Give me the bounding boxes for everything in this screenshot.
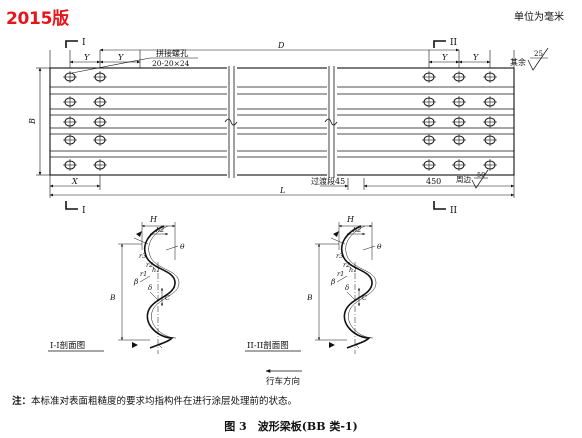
section-label: θ xyxy=(377,242,382,251)
figure-caption: 图 3 波形梁板(BB 类-1) xyxy=(224,420,358,433)
dim-450-label: 450 xyxy=(426,177,441,186)
section-mark-label: I xyxy=(82,38,86,48)
roughness-rest-prefix: 其余 xyxy=(510,57,526,67)
section-label: H xyxy=(149,215,158,224)
section-label: r3 xyxy=(336,252,343,260)
section-label: h2 xyxy=(353,226,361,234)
section-title: II-II剖面图 xyxy=(247,340,289,351)
section-label: B xyxy=(109,293,116,302)
bolt-hole xyxy=(483,116,497,128)
section-label: β xyxy=(133,277,139,286)
dim-l-label: L xyxy=(279,186,285,195)
section-label: δ xyxy=(345,284,349,292)
section-title: I-I剖面图 xyxy=(50,340,85,351)
section-mark-label: II xyxy=(450,38,458,48)
bolt-hole xyxy=(452,134,466,146)
bolt-hole xyxy=(452,159,466,171)
roughness-symbol: 25 xyxy=(527,47,549,71)
dim-y-label: Y xyxy=(473,53,479,62)
section-label: r2 xyxy=(146,261,153,269)
bolt-hole xyxy=(422,71,436,83)
note-text: 本标准对表面粗糙度的要求均指构件在进行涂层处理前的状态。 xyxy=(31,396,298,407)
bolt-hole xyxy=(422,116,436,128)
transition-label: 过渡段45 xyxy=(311,176,345,186)
bolt-hole xyxy=(483,96,497,108)
bolt-hole xyxy=(63,71,77,83)
plan-view: I II Y Y D Y Y 拼接螺孔 20-20×24 其余 xyxy=(28,38,549,216)
section-label: r1 xyxy=(337,270,344,278)
splice-hole-size: 20-20×24 xyxy=(152,59,190,68)
section-mark-i-bottom: I xyxy=(65,201,86,216)
dim-y-label: Y xyxy=(118,53,124,62)
section-label: C xyxy=(362,294,367,302)
dim-x-label: X xyxy=(71,177,78,186)
section-label: h1 xyxy=(152,266,160,274)
section-label: C xyxy=(165,294,170,302)
splice-hole-label: 拼接螺孔 xyxy=(156,48,188,58)
dim-y-label: Y xyxy=(442,53,448,62)
section-label: r3 xyxy=(139,252,146,260)
bolt-hole xyxy=(483,159,497,171)
direction-label: 行车方向 xyxy=(266,376,300,387)
bolt-hole xyxy=(93,116,107,128)
traffic-direction: 行车方向 xyxy=(265,369,302,387)
bolt-hole xyxy=(483,134,497,146)
dim-y-label: Y xyxy=(84,53,90,62)
bolt-hole xyxy=(63,116,77,128)
section-mark-label: II xyxy=(450,206,458,216)
section-label: H xyxy=(346,215,355,224)
section-label: r1 xyxy=(140,270,147,278)
section-label: β xyxy=(330,277,336,286)
perimeter-roughness-symbol: 50 xyxy=(471,169,489,189)
section-label: B xyxy=(306,293,313,302)
break-lines xyxy=(224,66,338,178)
section-label: δ xyxy=(148,284,152,292)
section-mark-ii-top: II xyxy=(433,38,458,48)
bolt-hole xyxy=(63,134,77,146)
section-label: r2 xyxy=(343,261,350,269)
bolt-hole xyxy=(93,96,107,108)
note-prefix: 注： xyxy=(12,396,32,407)
dim-d-label: D xyxy=(277,41,285,50)
bolt-hole xyxy=(483,71,497,83)
dim-b-label: B xyxy=(28,118,37,125)
bolt-hole xyxy=(452,116,466,128)
section-mark-ii-bottom: II xyxy=(433,201,458,216)
bolt-hole xyxy=(63,159,77,171)
roughness-rest-value: 25 xyxy=(534,50,543,58)
edition-label: 2015版 xyxy=(6,9,69,29)
perimeter-value: 50 xyxy=(477,171,485,179)
section-label: h1 xyxy=(349,266,357,274)
bolt-hole xyxy=(422,134,436,146)
section-label: h2 xyxy=(156,226,164,234)
bolt-hole xyxy=(452,96,466,108)
corrugation-lines xyxy=(50,86,514,158)
bolt-holes xyxy=(63,71,497,171)
bolt-hole xyxy=(93,134,107,146)
section-mark-label: I xyxy=(82,206,86,216)
beam-plate-outline xyxy=(49,67,515,176)
bolt-hole xyxy=(93,71,107,83)
section-label: θ xyxy=(180,242,185,251)
bolt-hole xyxy=(422,159,436,171)
bolt-hole xyxy=(452,71,466,83)
bolt-hole xyxy=(422,96,436,108)
section-mark-i-top: I xyxy=(65,38,86,48)
unit-note: 单位为毫米 xyxy=(514,12,564,23)
footnote: 注：本标准对表面粗糙度的要求均指构件在进行涂层处理前的状态。 xyxy=(12,393,297,407)
perimeter-label: 周边 xyxy=(456,175,471,184)
bolt-hole xyxy=(93,159,107,171)
bolt-hole xyxy=(63,96,77,108)
